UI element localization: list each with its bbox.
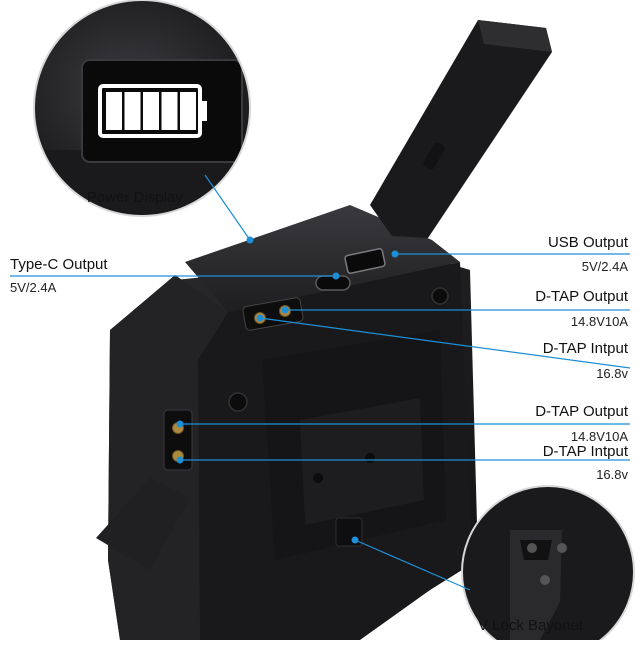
dtap-output-top-spec: 14.8V10A [570, 314, 628, 329]
battery-level-icon [98, 84, 207, 138]
dtap-output-side-label: D-TAP Output [535, 403, 628, 420]
battery-bar [143, 92, 159, 130]
power-display-zoom [33, 0, 251, 217]
battery-bar [180, 92, 196, 130]
dtap-output-top-label: D-TAP Output [535, 288, 628, 305]
top-ports [242, 248, 386, 331]
callout-lines [10, 174, 631, 591]
dtap-input-top-label: D-TAP Intput [542, 340, 628, 357]
battery-bar [106, 92, 122, 130]
v-lock-bayonet-label: V Lock Bayonet [478, 617, 584, 634]
power-display-label: Power Display [87, 189, 183, 206]
usb-output-label: USB Output [547, 234, 628, 251]
type-c-output-spec: 5V/2.4A [10, 280, 57, 295]
battery-bar [161, 92, 178, 130]
usb-output-spec: 5V/2.4A [581, 259, 628, 274]
battery-bar [124, 92, 141, 130]
dtap-input-side-label: D-TAP Intput [542, 443, 628, 460]
type-c-output-label: Type-C Output [10, 256, 108, 273]
raised-flap [370, 20, 552, 238]
side-ports [96, 409, 193, 570]
callout-dots [176, 236, 399, 544]
dtap-input-side-spec: 16.8v [596, 467, 628, 482]
dtap-input-top-spec: 16.8v [596, 366, 628, 381]
dtap-output-side-spec: 14.8V10A [570, 429, 628, 444]
v-lock-zoom [461, 485, 635, 645]
